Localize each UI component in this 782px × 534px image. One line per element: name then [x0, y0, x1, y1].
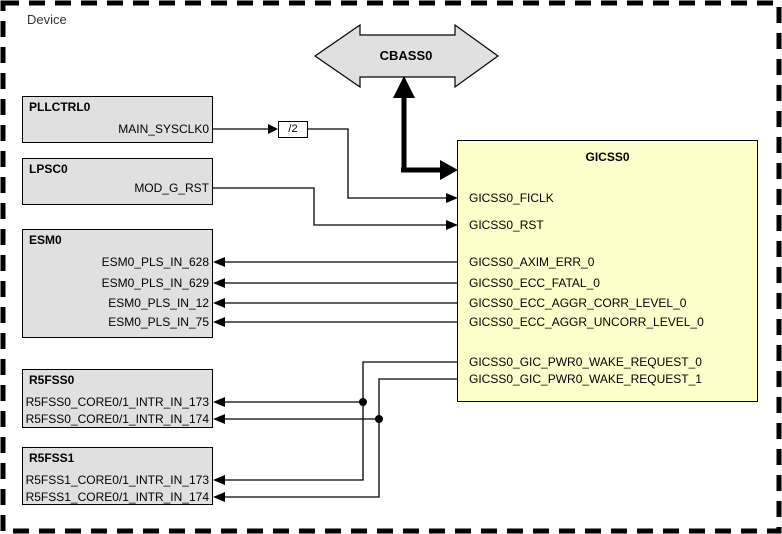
left-arrowhead-icon [213, 278, 225, 288]
port-gicss0-rst: GICSS0_RST [469, 218, 544, 232]
signal-main-sysclk0: MAIN_SYSCLK0 [118, 122, 209, 136]
signal-r5fss1-intr-in-173: R5FSS1_CORE0/1_INTR_IN_173 [25, 473, 209, 487]
block-pllctrl0: PLLCTRL0 [22, 96, 213, 143]
signal-esm0-pls-in-628: ESM0_PLS_IN_628 [101, 255, 209, 269]
wire-gicss0-ecc-fatal-to-esm0 [213, 278, 458, 288]
block-esm0-title: ESM0 [29, 233, 62, 247]
right-arrowhead-icon [440, 160, 458, 180]
block-r5fss1: R5FSS1 [22, 447, 213, 505]
block-r5fss0-title: R5FSS0 [29, 373, 75, 387]
signal-esm0-pls-in-12: ESM0_PLS_IN_12 [108, 296, 209, 310]
port-gicss0-ecc-aggr-uncorr-level-0: GICSS0_ECC_AGGR_UNCORR_LEVEL_0 [469, 315, 704, 329]
left-arrowhead-icon [213, 298, 225, 308]
port-gicss0-ficlk: GICSS0_FICLK [469, 191, 554, 205]
right-arrowhead-icon [268, 124, 278, 134]
signal-esm0-pls-in-629: ESM0_PLS_IN_629 [101, 276, 209, 290]
wire-gicss0-axim-err-to-esm0 [213, 257, 458, 267]
left-arrowhead-icon [213, 257, 225, 267]
left-arrowhead-icon [213, 414, 225, 424]
signal-mod-g-rst: MOD_G_RST [134, 181, 209, 195]
wire-wake-request-0 [213, 361, 458, 485]
port-gicss0-ecc-aggr-corr-level-0: GICSS0_ECC_AGGR_CORR_LEVEL_0 [469, 296, 687, 310]
wire-main-sysclk0-to-divider [213, 124, 278, 134]
signal-r5fss1-intr-in-174: R5FSS1_CORE0/1_INTR_IN_174 [25, 490, 209, 504]
junction-dot [359, 398, 367, 406]
gicss0-cbass0-link [393, 76, 458, 180]
left-arrowhead-icon [213, 475, 225, 485]
wire-divider-to-gicss0-ficlk [308, 128, 458, 203]
cbass0-bus-arrow [313, 23, 500, 89]
signal-r5fss0-intr-in-173: R5FSS0_CORE0/1_INTR_IN_173 [25, 395, 209, 409]
block-r5fss1-title: R5FSS1 [29, 451, 75, 465]
block-lpsc0: LPSC0 [22, 158, 213, 205]
right-arrowhead-icon [446, 193, 458, 203]
device-label: Device [27, 12, 67, 27]
block-lpsc0-title: LPSC0 [29, 162, 68, 176]
wire-wake-request-1 [213, 378, 458, 502]
signal-esm0-pls-in-75: ESM0_PLS_IN_75 [108, 315, 209, 329]
junction-dot [375, 415, 383, 423]
wire-mod-g-rst-to-gicss0-rst [213, 187, 458, 230]
left-arrowhead-icon [213, 397, 225, 407]
port-gicss0-gic-pwr0-wake-request-1: GICSS0_GIC_PWR0_WAKE_REQUEST_1 [469, 372, 702, 386]
block-r5fss0: R5FSS0 [22, 369, 213, 428]
left-arrowhead-icon [213, 492, 225, 502]
up-arrowhead-icon [393, 76, 415, 98]
wire-gicss0-ecc-aggr-corr-to-esm0 [213, 298, 458, 308]
right-arrowhead-icon [446, 220, 458, 230]
port-gicss0-gic-pwr0-wake-request-0: GICSS0_GIC_PWR0_WAKE_REQUEST_0 [469, 355, 702, 369]
port-gicss0-ecc-fatal-0: GICSS0_ECC_FATAL_0 [469, 276, 600, 290]
cbass0-bus-label: CBASS0 [379, 48, 433, 63]
wire-gicss0-ecc-aggr-uncorr-to-esm0 [213, 317, 458, 327]
left-arrowhead-icon [213, 317, 225, 327]
clock-divider-box: /2 [278, 121, 308, 138]
block-esm0: ESM0 [22, 229, 213, 338]
signal-r5fss0-intr-in-174: R5FSS0_CORE0/1_INTR_IN_174 [25, 412, 209, 426]
port-gicss0-axim-err-0: GICSS0_AXIM_ERR_0 [469, 255, 595, 269]
block-gicss0-title: GICSS0 [585, 150, 630, 164]
block-gicss0: GICSS0 [457, 140, 758, 402]
block-pllctrl0-title: PLLCTRL0 [29, 100, 91, 114]
